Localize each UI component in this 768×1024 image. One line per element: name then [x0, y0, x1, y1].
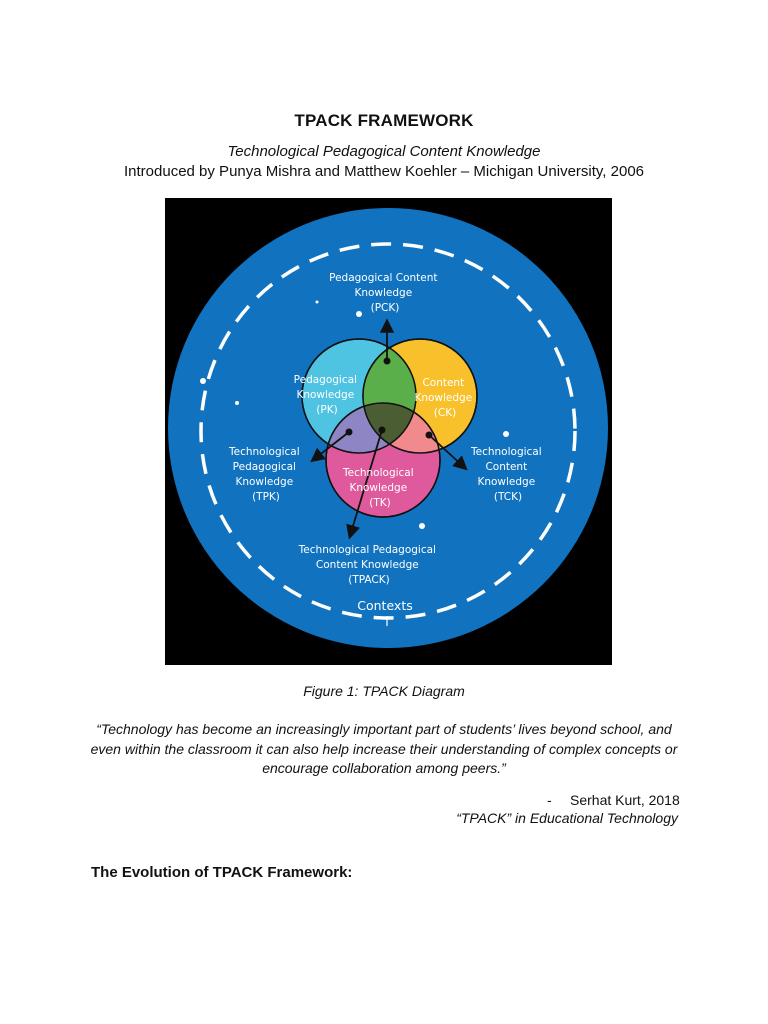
page-subtitle: Technological Pedagogical Content Knowle… [227, 143, 541, 160]
attribution-source: “TPACK” in Educational Technology [456, 810, 678, 826]
ck-label: Content Knowledge (CK) [414, 377, 475, 419]
tpack-point [378, 426, 386, 434]
decor-dot [315, 300, 319, 304]
figure-caption: Figure 1: TPACK Diagram [303, 683, 465, 699]
intro-line: Introduced by Punya Mishra and Matthew K… [124, 163, 644, 180]
decor-dot [200, 378, 206, 384]
decor-dot [356, 311, 362, 317]
tpk-label: Technological Pedagogical Knowledge (TPK… [228, 446, 303, 503]
decor-dot [419, 523, 425, 529]
tpack-diagram: Pedagogical Content Knowledge (PCK) Peda… [165, 198, 612, 665]
quote-text: “Technology has become an increasingly i… [90, 721, 678, 776]
pck-point [383, 357, 391, 365]
tck-point [425, 431, 433, 439]
tpack-pointer [346, 429, 383, 540]
decor-dot [503, 431, 509, 437]
tck-pointer [428, 434, 468, 471]
tck-label: Technological Content Knowledge (TCK) [470, 446, 545, 503]
section-heading: The Evolution of TPACK Framework: [91, 864, 353, 881]
contexts-dashed-ring [199, 242, 577, 620]
page-title: TPACK FRAMEWORK [294, 111, 474, 130]
pk-label: Pedagogical Knowledge (PK) [294, 374, 361, 416]
tk-label: Technological Knowledge (TK) [342, 467, 417, 509]
contexts-label: Contexts [357, 598, 412, 613]
attribution-dash: - [547, 792, 552, 808]
tck-overlap [363, 403, 440, 453]
decor-dot [235, 401, 239, 405]
tpk-pointer [310, 431, 350, 463]
tpk-point [345, 428, 353, 436]
pck-label: Pedagogical Content Knowledge (PCK) [329, 272, 441, 314]
tpack-label: Technological Pedagogical Content Knowle… [298, 544, 440, 586]
attribution-author: Serhat Kurt, 2018 [570, 792, 680, 808]
